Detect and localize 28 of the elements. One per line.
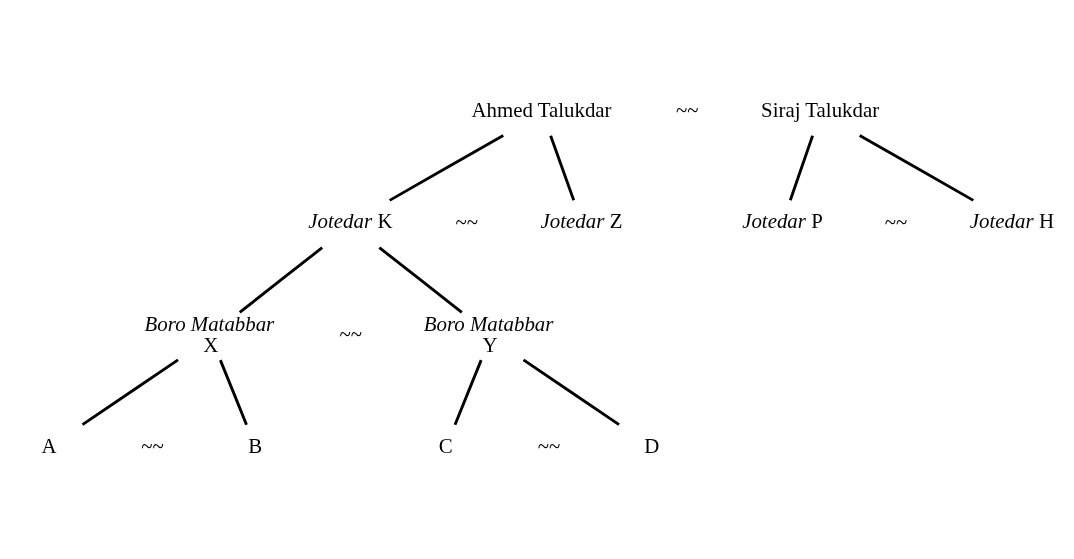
label: ~~ xyxy=(455,209,479,234)
connector xyxy=(81,358,179,426)
node-text: Boro Matabbar Y xyxy=(423,311,554,356)
node-text: B xyxy=(248,433,263,458)
node-text: Jotedar Z xyxy=(540,208,623,233)
node-text: Jotedar H xyxy=(969,208,1055,233)
node-text: C xyxy=(438,433,453,458)
node-text: Boro Matabbar X xyxy=(144,311,275,356)
node-text: D xyxy=(644,433,660,458)
connector xyxy=(549,134,576,201)
connector xyxy=(788,134,814,201)
connector xyxy=(219,359,248,425)
connector xyxy=(522,358,620,426)
label: ~~ xyxy=(339,321,363,346)
connector xyxy=(859,133,975,202)
label: ~~ xyxy=(141,433,164,458)
node-text: Siraj Talukdar xyxy=(761,97,880,122)
connector xyxy=(378,246,463,313)
label: ~~ xyxy=(884,209,908,234)
label: ~~ xyxy=(676,97,699,122)
node-text: Ahmed Talukdar xyxy=(471,97,612,122)
node-text: Jotedar K xyxy=(308,208,393,233)
connector xyxy=(238,246,324,313)
label: ~~ xyxy=(537,433,561,458)
node-text: Jotedar P xyxy=(742,208,823,233)
connector xyxy=(453,359,483,425)
node-text: A xyxy=(41,433,57,458)
connector xyxy=(388,133,504,202)
